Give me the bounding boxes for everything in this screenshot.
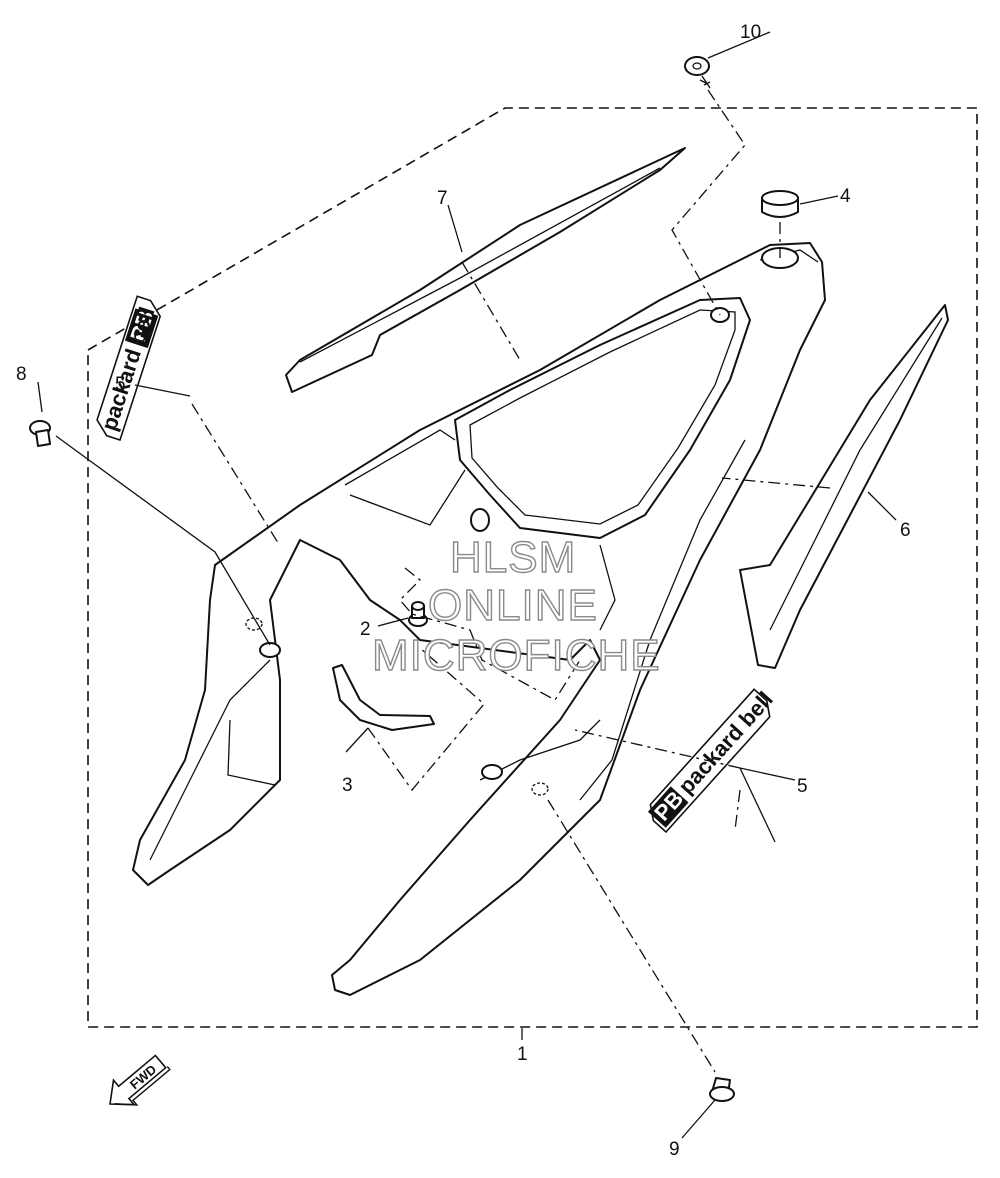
watermark-line-3: MICROFICHE: [372, 631, 661, 680]
part-6-side-strip: [739, 304, 949, 669]
cowl-inner-line-2: [349, 469, 466, 526]
callout-6: 6: [900, 520, 911, 541]
cowl-inner-line-1: [344, 429, 456, 486]
callout-8: 8: [16, 364, 27, 385]
part-2-clip: [408, 601, 428, 627]
callout-1: 1: [517, 1044, 528, 1065]
part-7-edge-line: [299, 167, 661, 363]
callout-3: 3: [342, 775, 353, 796]
leader-3-dash: [367, 647, 485, 792]
decal-right-text: packard bell: [673, 687, 777, 799]
leader-9: [547, 799, 716, 1073]
leader-5b-dash: [574, 729, 741, 831]
mount-hole-bottom: [481, 764, 503, 780]
cowl-inner-line-4: [579, 439, 746, 801]
watermark-line-2: ONLINE: [428, 581, 598, 630]
seat-opening-inner: [469, 309, 736, 525]
mount-hole-left: [259, 642, 281, 658]
mount-hole-center: [470, 508, 490, 532]
leader-9-tick: [681, 1099, 716, 1139]
leader-3: [345, 727, 369, 753]
part-9-clip: [709, 1077, 735, 1102]
leader-10-tick: [707, 31, 771, 59]
callout-9: 9: [669, 1139, 680, 1160]
leader-5b: [738, 767, 796, 843]
part-6-edge-line: [769, 317, 943, 631]
assembly-boundary: [87, 107, 978, 1028]
leader-8-dash: [55, 435, 271, 646]
decal-left: PB packard bell: [96, 295, 162, 442]
watermark-line-1: HLSM: [450, 533, 576, 582]
seat-opening: [454, 297, 751, 539]
callout-10: 10: [740, 22, 761, 43]
left-panel-line-2: [227, 719, 276, 786]
forward-direction-arrow: FWD: [109, 1054, 171, 1106]
callout-5-left: 5: [115, 374, 126, 395]
callout-7: 7: [437, 188, 448, 209]
leader-5a-dash: [191, 403, 281, 547]
callout-5-right: 5: [797, 776, 808, 797]
part-8-clip: [29, 420, 51, 447]
leader-2-dash: [399, 567, 581, 701]
cowl-inner-line-3: [599, 544, 616, 631]
leader-6: [867, 491, 897, 521]
leader-4: [799, 195, 839, 205]
leader-2: [377, 617, 409, 627]
leader-5a: [134, 384, 191, 397]
leader-8: [37, 381, 43, 413]
leader-6-dash: [721, 477, 831, 489]
leader-7-dash: [461, 261, 521, 361]
part-10-screw: [684, 56, 711, 89]
left-panel-line-1: [149, 659, 271, 861]
leader-10: [671, 89, 746, 316]
part-4-grommet: [761, 190, 799, 218]
part-3-rubber-strip: [332, 664, 435, 731]
callout-4: 4: [840, 186, 851, 207]
mount-hole-bottom-dashed: [531, 782, 549, 796]
callout-2: 2: [360, 619, 371, 640]
leader-7: [447, 204, 463, 253]
